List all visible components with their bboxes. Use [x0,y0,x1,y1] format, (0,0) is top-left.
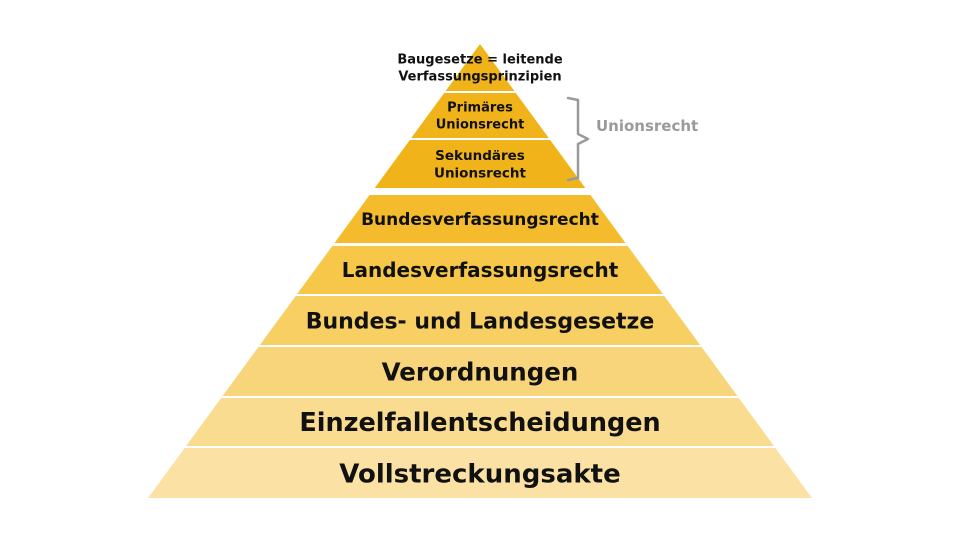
pyramid-layer-6-label-line-1: Bundes- und Landesgesetze [306,309,655,334]
pyramid-layer-2-label-line-2: Unionsrecht [436,118,525,133]
pyramid-layer-1 [445,44,515,91]
pyramid-layer-6 [259,296,701,345]
pyramid-layer-8-label-line-1: Einzelfallentscheidungen [299,408,660,438]
pyramid-layer-3-label-line-1: Sekundäres [435,148,525,164]
pyramid-layer-7 [222,347,738,396]
pyramid-layer-8 [186,398,774,446]
pyramid-layer-5 [297,246,663,294]
unionsrecht-bracket [566,96,590,182]
pyramid-layer-7-label-line-1: Verordnungen [382,357,579,386]
pyramid-layer-3 [374,140,586,188]
unionsrecht-bracket-label: Unionsrecht [596,117,698,135]
pyramid-layer-2-label-line-1: Primäres [447,101,513,116]
pyramid-layer-9-label-line-1: Vollstreckungsakte [339,459,620,489]
pyramid-layer-1-label-line-2: Verfassungsprinzipien [398,70,561,85]
pyramid-layer-9 [148,448,812,498]
pyramid-layer-5-label-line-1: Landesverfassungsrecht [342,258,619,282]
pyramid-layer-1-label-line-1: Baugesetze = leitende [397,53,562,68]
pyramid-layer-3-label-line-2: Unionsrecht [434,166,527,182]
pyramid-layer-2 [411,93,549,138]
pyramid-layer-4-label-line-1: Bundesverfassungsrecht [361,210,599,230]
pyramid-layer-4 [334,195,626,243]
